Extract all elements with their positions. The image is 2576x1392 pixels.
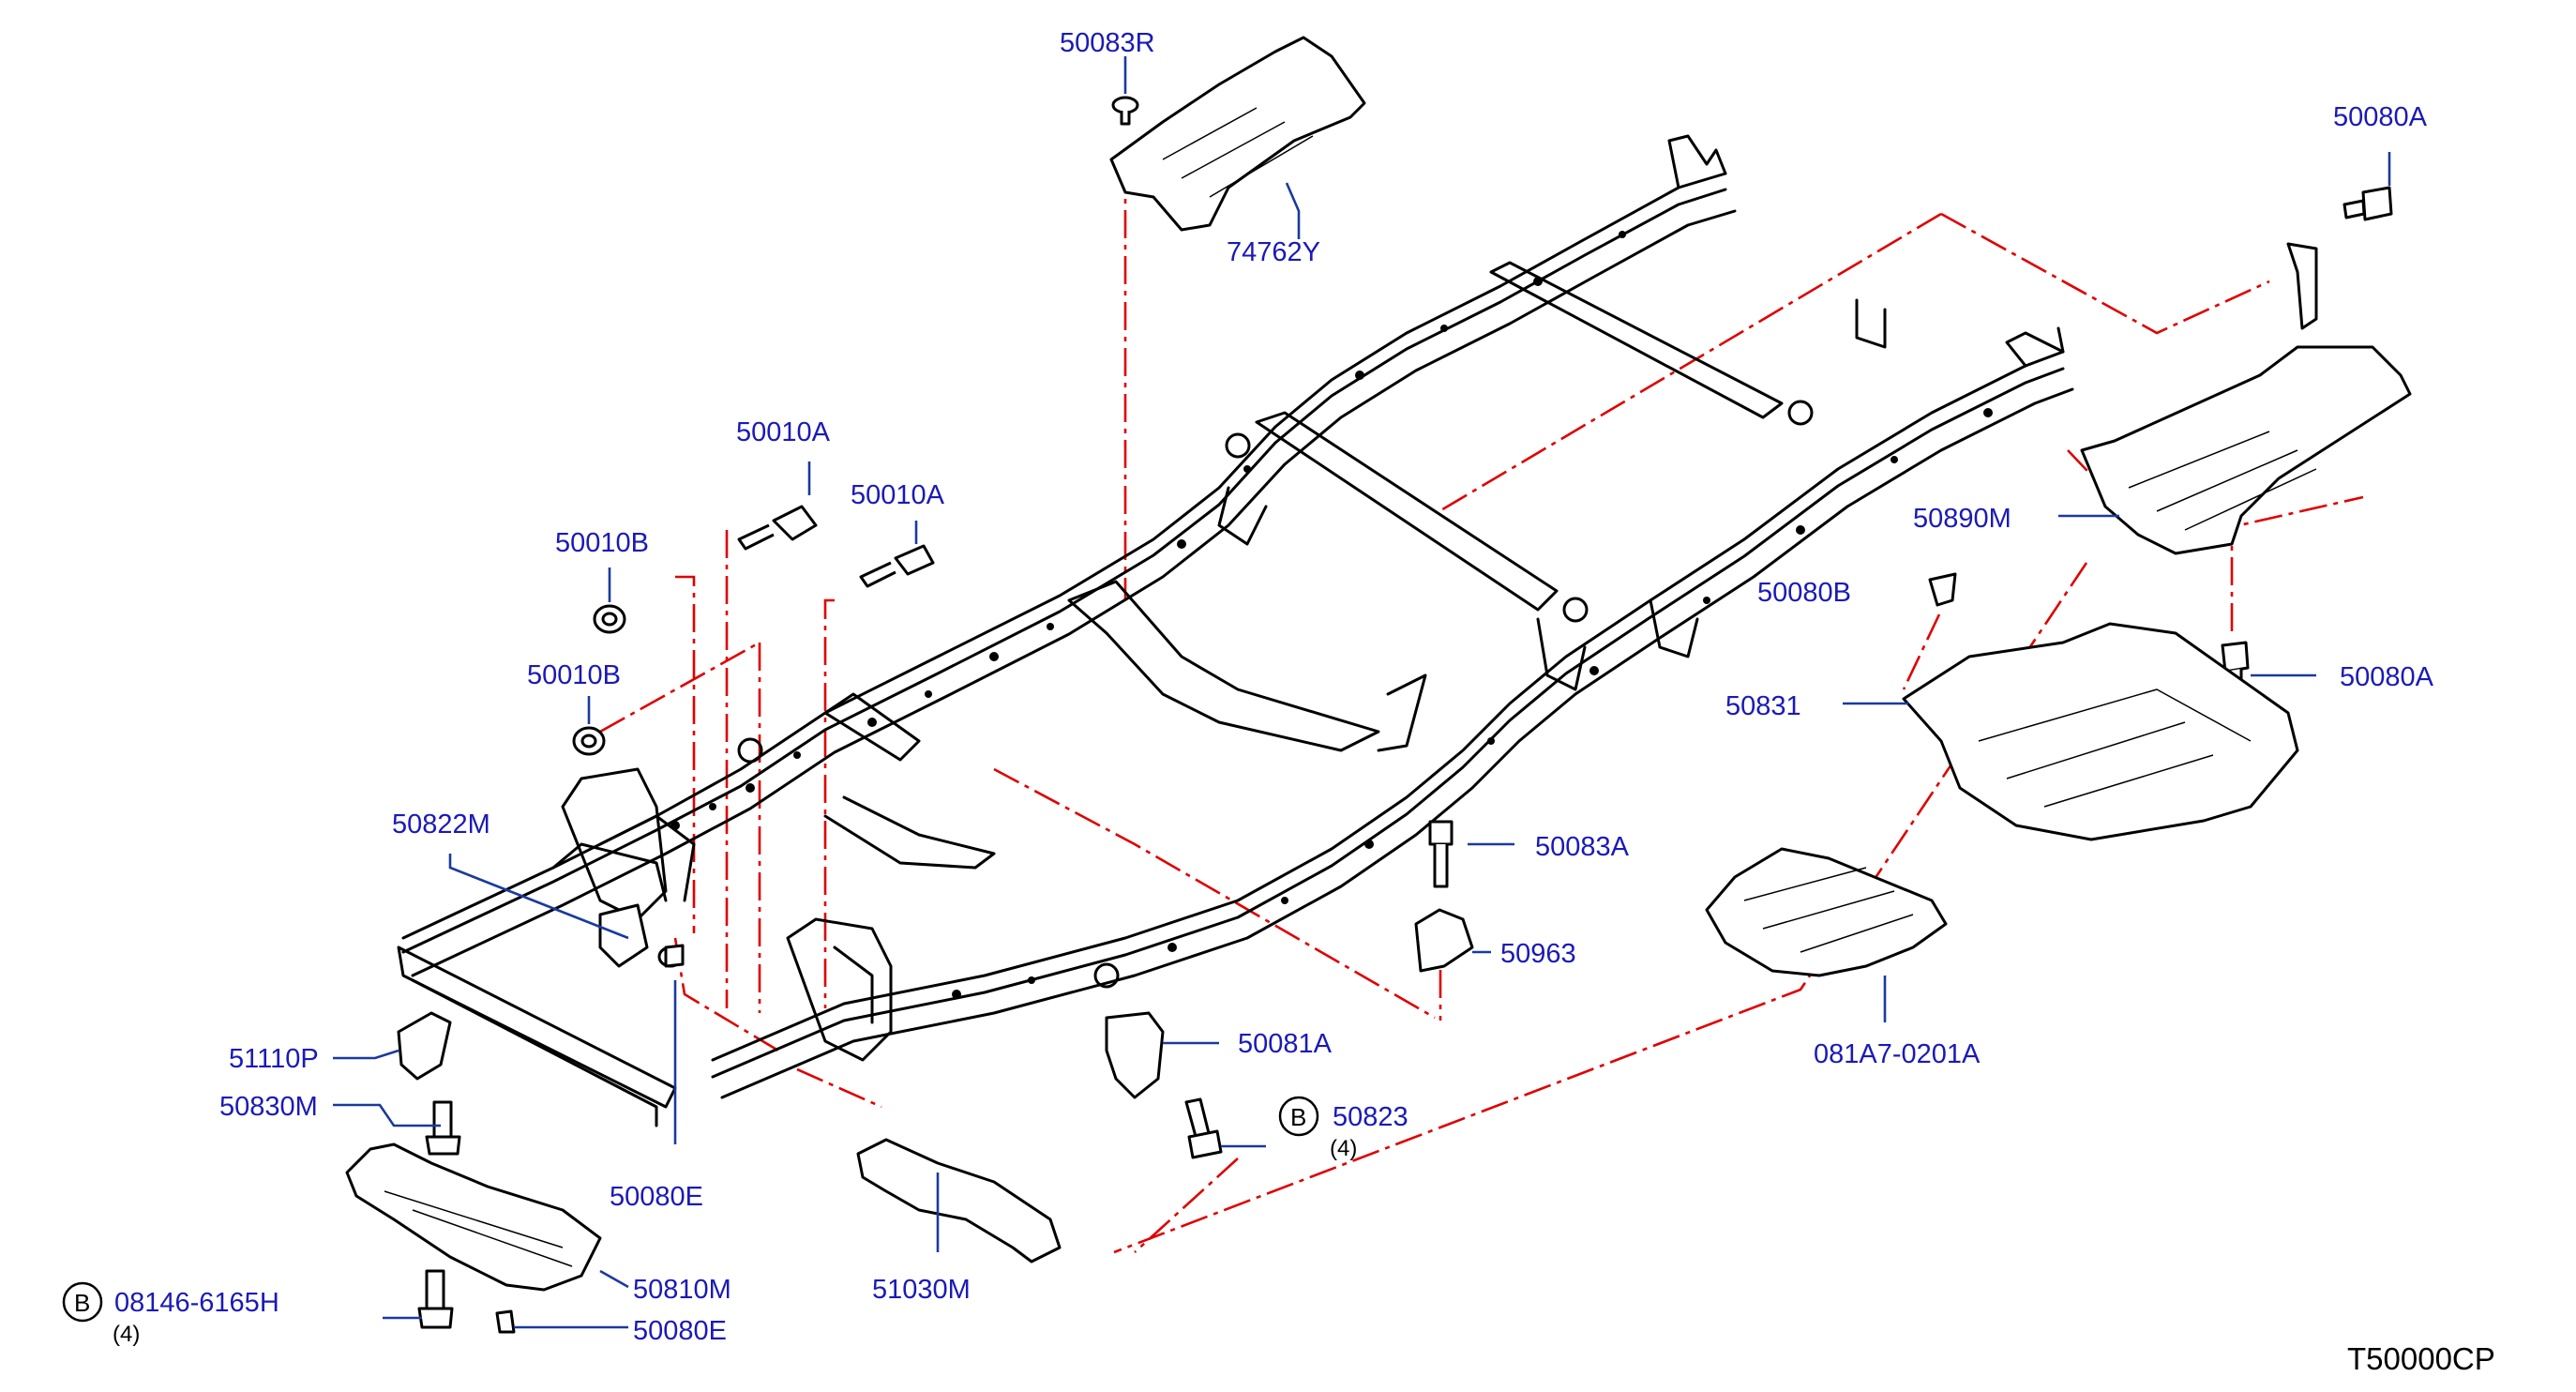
part-labels: 50083R 74762Y 50080A 50010A 50010A 50010… xyxy=(114,28,2434,1346)
label-50890m: 50890M xyxy=(1913,504,2011,534)
frame-holes xyxy=(670,231,1993,999)
b-circle-08146 xyxy=(62,1281,103,1323)
label-50080a-top: 50080A xyxy=(2333,102,2428,132)
label-51110p: 51110P xyxy=(229,1044,319,1074)
clip-50080e-bottom xyxy=(495,1309,516,1334)
label-50823: 50081A xyxy=(1238,1029,1333,1059)
vehicle-frame xyxy=(397,134,2074,1127)
parts xyxy=(345,36,2412,1334)
crossmember-51030m xyxy=(856,1138,1062,1263)
label-50080a-right: 50080A xyxy=(2340,662,2434,692)
qty-08146: (4) xyxy=(113,1322,140,1347)
label-50010a-2: 50010A xyxy=(851,480,945,510)
leader-lines xyxy=(333,56,2391,1329)
b-mark-08146: B xyxy=(74,1289,90,1317)
label-50010a-1: 50010A xyxy=(736,417,831,447)
bolt-50081a xyxy=(432,1100,453,1139)
label-50080b: 50080B xyxy=(1757,578,1851,608)
under-cover-50810m xyxy=(345,1142,602,1292)
skid-plate-50890m xyxy=(2080,345,2412,555)
label-08146-6165h: 08146-6165H xyxy=(114,1288,279,1318)
label-50963: 50963 xyxy=(1500,939,1576,969)
label-50822m: 50822M xyxy=(392,809,490,840)
label-50831: 50831 xyxy=(1725,691,1801,721)
bolt-50010a-1 xyxy=(772,505,818,541)
clip-50083r xyxy=(1111,96,1139,114)
label-081a7-0201a: 50823 xyxy=(1333,1102,1409,1132)
b-mark-081a7: B xyxy=(1290,1103,1306,1131)
label-50080a-bolt: 50830M xyxy=(219,1092,318,1122)
quantities: (4) (4) xyxy=(113,1136,1357,1347)
label-50830m: 081A7-0201A xyxy=(1814,1039,1981,1069)
label-50010b-1: 50010B xyxy=(555,528,649,558)
qty-081a7: (4) xyxy=(1330,1136,1357,1161)
diagram-code: T50000CP xyxy=(2347,1341,2495,1376)
label-50083a: 50083A xyxy=(1535,832,1630,862)
label-50080e-upper: 50080E xyxy=(610,1182,703,1212)
bolt-50010a-2 xyxy=(894,544,935,576)
label-50080e-bottom: 50080E xyxy=(633,1316,727,1346)
label-50810m: 50810M xyxy=(633,1275,731,1305)
bolt-50083a xyxy=(1428,820,1454,846)
b-circle-081a7 xyxy=(1278,1096,1319,1137)
b-markers: B B xyxy=(62,1096,1319,1323)
bracket-50963 xyxy=(1414,908,1474,973)
label-50010b-2: 50010B xyxy=(527,660,621,690)
label-74762y: 74762Y xyxy=(1227,237,1320,267)
label-51030m: 51030M xyxy=(872,1275,971,1305)
heat-insulator xyxy=(1109,36,1366,232)
under-cover-50831 xyxy=(1902,622,2299,841)
label-50083r: 50083R xyxy=(1060,28,1155,58)
bolt-50080a-right xyxy=(2221,641,2250,673)
under-cover-50830m xyxy=(1705,847,1948,977)
bolt-50080a-top xyxy=(2361,186,2393,221)
clip-50080b xyxy=(1928,572,1957,607)
bolt-08146 xyxy=(425,1269,445,1310)
bracket-51110p xyxy=(397,1011,452,1081)
bracket-50823 xyxy=(1105,1011,1165,1099)
clip-50080e-upper xyxy=(664,944,685,968)
